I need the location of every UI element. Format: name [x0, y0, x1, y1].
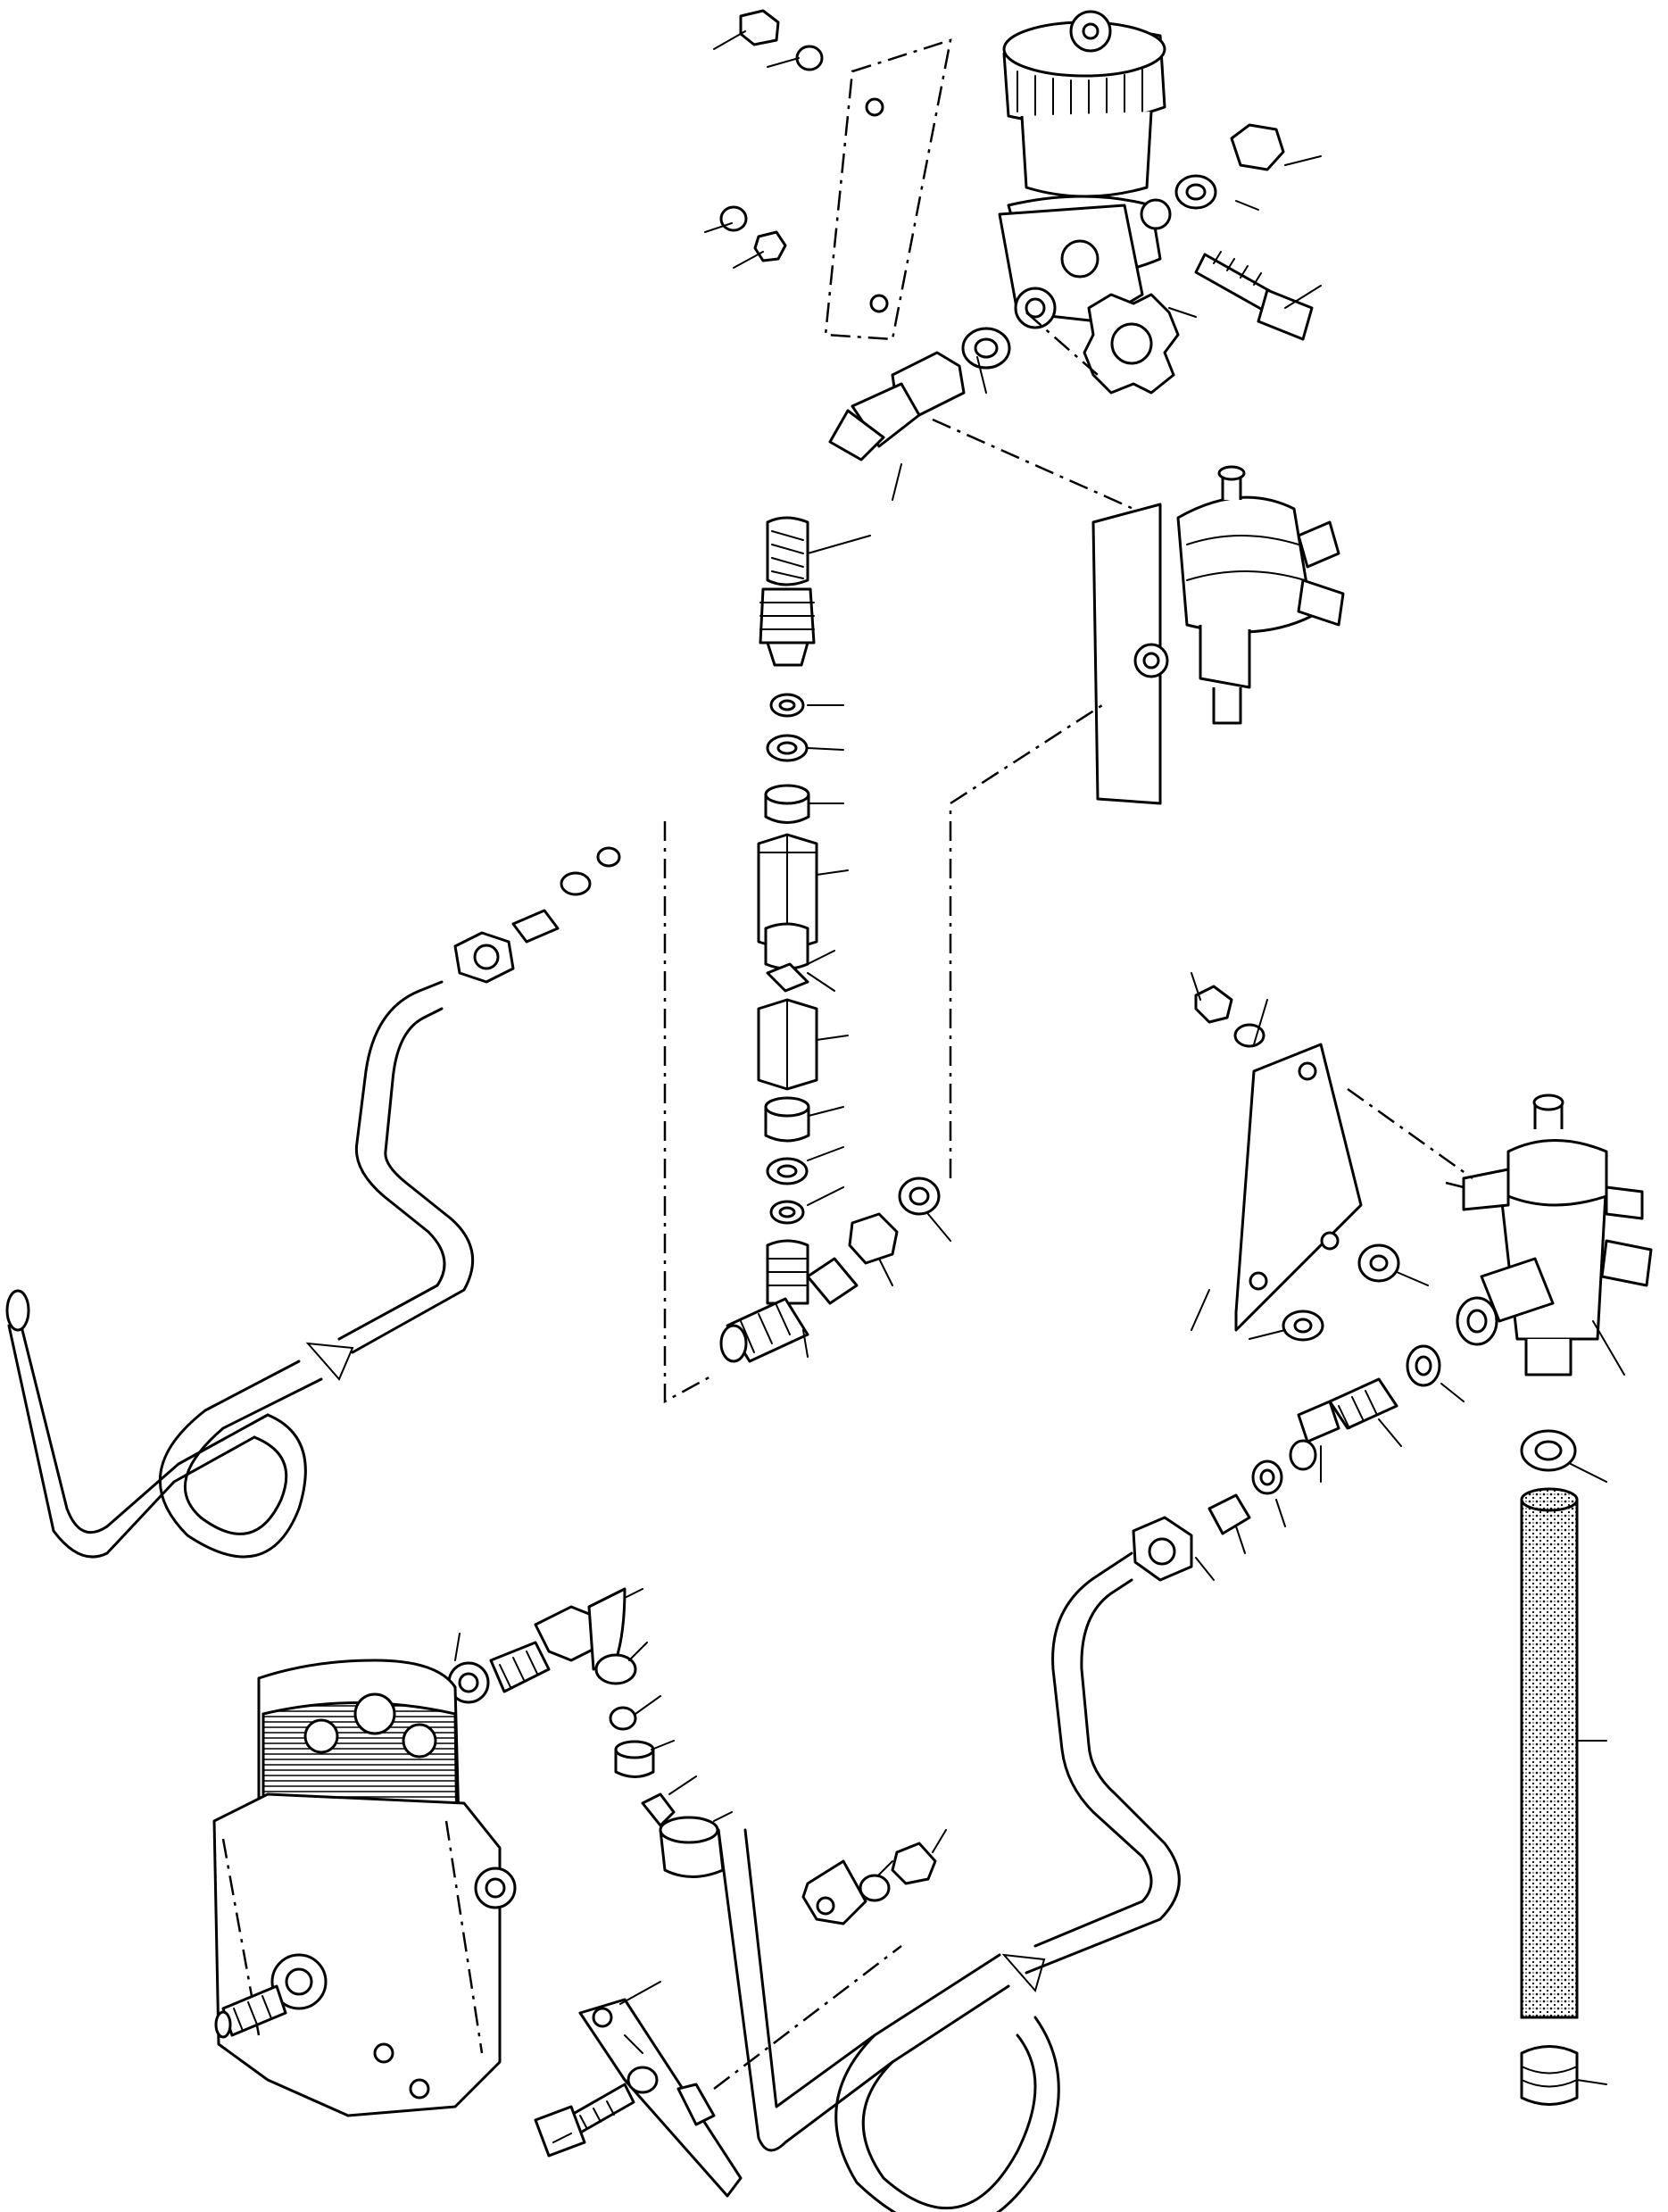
top-nuts-washers	[719, 9, 1285, 370]
bottom-bolt	[534, 2066, 659, 2158]
centre-pipe-section	[759, 516, 816, 667]
right-bracket-plate	[1234, 1043, 1363, 1332]
right-vertical-stem	[1520, 1429, 1579, 2106]
left-fuel-pipe	[5, 980, 475, 1559]
upper-pressure-regulator	[1133, 465, 1345, 725]
upper-regulator-bracket	[1091, 503, 1162, 805]
right-inline-fittings	[1132, 1344, 1441, 1582]
pipe-clamp	[801, 1842, 937, 1925]
right-leader-lines	[1191, 972, 1625, 2085]
bottom-right-pipe	[717, 1551, 1181, 2212]
right-pressure-regulator	[1456, 1094, 1653, 1376]
fuel-reservoir-cap	[1002, 10, 1166, 128]
right-bracket-hardware	[1194, 985, 1400, 1342]
centre-washers	[764, 693, 810, 824]
hand-knob	[1083, 293, 1180, 395]
top-bolt	[1194, 251, 1314, 341]
centre-leader-lines	[663, 535, 1103, 1404]
centre-lower-washers	[764, 1096, 810, 1225]
tee-side-nuts	[848, 1177, 941, 1265]
tee-fitting	[719, 1239, 859, 1363]
bottom-leader-lines	[454, 1588, 947, 2143]
top-fitting	[828, 351, 966, 462]
top-bracket-plate	[824, 38, 952, 341]
air-compressor	[212, 1659, 517, 2117]
top-leader-lines	[704, 30, 1322, 511]
left-pipe-fittings	[453, 846, 621, 984]
bottom-strap-bracket	[578, 1998, 743, 2198]
centre-hex-nuts	[757, 833, 818, 1091]
bottom-elbow-fittings	[447, 1587, 725, 1878]
